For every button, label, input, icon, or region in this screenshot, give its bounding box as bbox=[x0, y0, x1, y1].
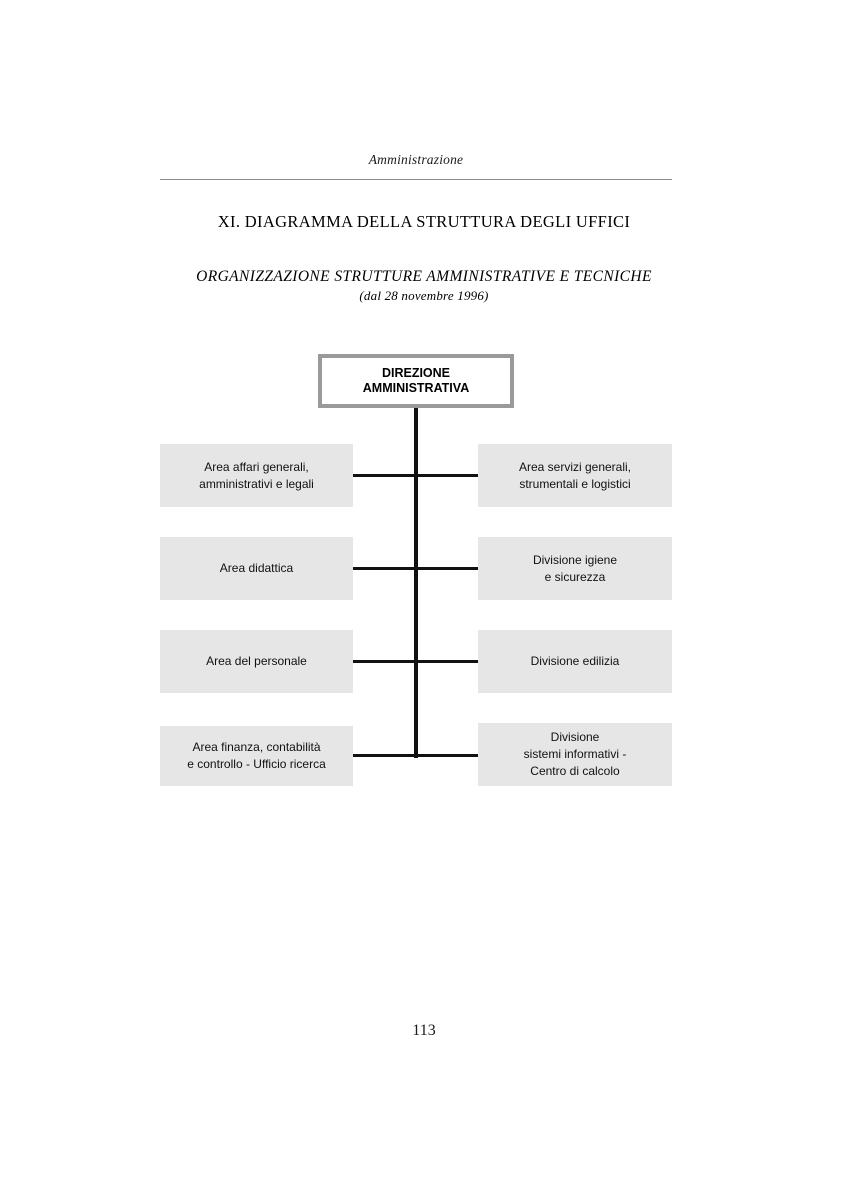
chart-subtitle: (dal 28 novembre 1996) bbox=[359, 288, 489, 303]
running-head: Amministrazione bbox=[368, 152, 464, 167]
root-label-line1: DIREZIONE bbox=[381, 366, 451, 380]
chart-title: ORGANIZZAZIONE STRUTTURE AMMINISTRATIVE … bbox=[196, 268, 652, 285]
node-direzione-amministrativa: DIREZIONE AMMINISTRATIVA bbox=[318, 354, 514, 408]
branch-connector-row1 bbox=[353, 474, 478, 477]
node-row4-left-line2: e controllo - Ufficio ricerca bbox=[187, 757, 326, 771]
node-row1-right-line1: Area servizi generali, bbox=[518, 459, 632, 474]
node-row1-left-line1: Area affari generali, bbox=[204, 459, 309, 474]
branch-connector-row3 bbox=[353, 660, 478, 663]
node-row2-left-line1: Area didattica bbox=[219, 561, 294, 575]
node-row4-right: Divisione sistemi informativi - Centro d… bbox=[478, 723, 672, 786]
node-row3-left: Area del personale bbox=[160, 630, 353, 693]
node-row3-left-line1: Area del personale bbox=[206, 654, 307, 668]
node-row1-left: Area affari generali, amministrativi e l… bbox=[160, 444, 353, 507]
node-row1-left-line2: amministrativi e legali bbox=[199, 476, 314, 491]
node-row4-right-line3: Centro di calcolo bbox=[530, 764, 620, 778]
node-row2-right-line2: e sicurezza bbox=[544, 569, 606, 584]
root-label-line2: AMMINISTRATIVA bbox=[362, 381, 470, 395]
node-row3-right: Divisione edilizia bbox=[478, 630, 672, 693]
node-row1-right-line2: strumentali e logistici bbox=[519, 476, 631, 491]
branch-connector-row4 bbox=[353, 754, 478, 757]
node-row4-right-line2: sistemi informativi - bbox=[523, 747, 627, 761]
branch-connector-row2 bbox=[353, 567, 478, 570]
page-number: 113 bbox=[412, 1022, 436, 1039]
node-row4-left-line1: Area finanza, contabilità bbox=[192, 740, 321, 754]
node-row4-left: Area finanza, contabilità e controllo - … bbox=[160, 726, 353, 786]
node-row2-right-line1: Divisione igiene bbox=[532, 552, 618, 567]
trunk-connector bbox=[414, 406, 418, 758]
header-rule bbox=[160, 179, 672, 180]
node-row1-right: Area servizi generali, strumentali e log… bbox=[478, 444, 672, 507]
node-row4-right-line1: Divisione bbox=[550, 730, 600, 744]
node-row2-left: Area didattica bbox=[160, 537, 353, 600]
node-row3-right-line1: Divisione edilizia bbox=[530, 654, 620, 668]
page-title: XI. DIAGRAMMA DELLA STRUTTURA DEGLI UFFI… bbox=[217, 212, 631, 231]
node-row2-right: Divisione igiene e sicurezza bbox=[478, 537, 672, 600]
